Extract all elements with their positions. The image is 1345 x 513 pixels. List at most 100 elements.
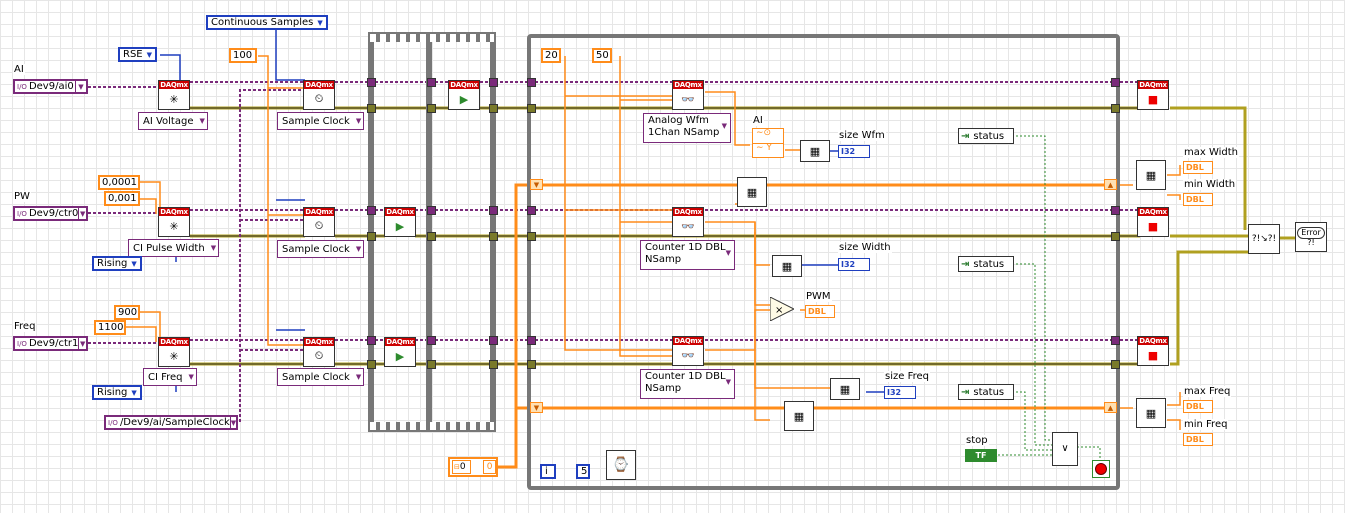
arrow-icon: ⇥ <box>961 130 970 142</box>
stop-task-icon: ■ <box>1147 348 1159 362</box>
loop-constant-50[interactable]: 50 <box>592 48 612 63</box>
read-glasses-icon: 👓 <box>681 219 695 233</box>
chevron-down-icon: ▼ <box>131 388 137 397</box>
daqmx-read-ai[interactable]: DAQmx👓 <box>672 80 704 110</box>
build-array-freq[interactable]: ▦ <box>784 401 814 431</box>
min-width-indicator: DBL <box>1183 193 1213 206</box>
array-size-wfm[interactable]: ▦ <box>800 140 830 162</box>
chevron-down-icon: ▼ <box>75 81 86 92</box>
array-init-constant[interactable]: ⊟0 0 <box>448 457 498 477</box>
loop-iteration-terminal[interactable]: i <box>540 464 556 479</box>
chevron-down-icon: ▼ <box>355 373 362 381</box>
tunnel <box>1111 336 1120 345</box>
array-size-freq[interactable]: ▦ <box>830 378 860 400</box>
chevron-down-icon: ▼ <box>317 18 323 27</box>
multiply-node[interactable]: × <box>769 296 796 322</box>
chevron-down-icon: ▼ <box>210 244 217 252</box>
freq-edge-constant[interactable]: Rising▼ <box>92 385 142 400</box>
tunnel <box>367 206 376 215</box>
stop-condition-icon <box>1095 463 1107 475</box>
io-icon: I/O <box>17 82 27 91</box>
merge-errors-node[interactable]: ?!↘?! <box>1248 224 1280 254</box>
pw-edge-constant[interactable]: Rising▼ <box>92 256 142 271</box>
daqmx-create-channel-ai[interactable]: DAQmx✳ <box>158 80 190 110</box>
pw-type-selector[interactable]: CI Pulse Width▼ <box>128 239 220 257</box>
stop-label: stop <box>965 435 989 446</box>
compound-or-node[interactable]: ∨ <box>1052 432 1078 466</box>
daqmx-timing-pw[interactable]: DAQmx⏲ <box>303 207 335 237</box>
ai-type-selector[interactable]: AI Voltage▼ <box>138 112 208 130</box>
array-max-min-freq[interactable]: ▦ <box>1136 398 1166 428</box>
unbundle-status-ai[interactable]: ⇥status <box>958 128 1014 144</box>
while-loop[interactable] <box>527 34 1120 490</box>
shift-register-right[interactable]: ▲ <box>1104 179 1117 190</box>
shift-register-right[interactable]: ▲ <box>1104 402 1117 413</box>
chevron-down-icon: ▼ <box>355 117 362 125</box>
tunnel <box>527 336 536 345</box>
timing-type-pw[interactable]: Sample Clock▼ <box>277 240 365 258</box>
shift-register-left[interactable]: ▼ <box>530 179 543 190</box>
daqmx-start-ai[interactable]: DAQmx▶ <box>448 80 480 110</box>
merge-errors-icon: ?!↘?! <box>1251 233 1277 244</box>
loop-constant-20[interactable]: 20 <box>541 48 561 63</box>
simple-error-handler[interactable]: Error ?! <box>1295 222 1327 252</box>
wait-ms-constant[interactable]: 5 <box>576 464 590 479</box>
timing-type-freq[interactable]: Sample Clock▼ <box>277 368 365 386</box>
tunnel <box>489 360 498 369</box>
tunnel <box>1111 206 1120 215</box>
freq-type-selector[interactable]: CI Freq▼ <box>143 368 197 386</box>
array-element: 0 <box>483 460 496 474</box>
unbundle-status-pw[interactable]: ⇥status <box>958 256 1014 272</box>
size-width-indicator: I32 <box>838 258 870 271</box>
play-icon: ▶ <box>459 92 469 106</box>
stop-control[interactable]: TF <box>965 449 997 462</box>
chevron-down-icon: ▼ <box>725 249 731 257</box>
size-wfm-label: size Wfm <box>838 130 886 141</box>
pw-max-constant[interactable]: 0,001 <box>104 191 140 206</box>
get-waveform-components[interactable]: ∼⊙ ∼ Y <box>752 128 784 158</box>
daqmx-clear-pw[interactable]: DAQmx■ <box>1137 207 1169 237</box>
arrow-icon: ⇥ <box>961 386 970 398</box>
daqmx-create-channel-freq[interactable]: DAQmx✳ <box>158 337 190 367</box>
daqmx-timing-freq[interactable]: DAQmx⏲ <box>303 337 335 367</box>
daqmx-create-channel-pw[interactable]: DAQmx✳ <box>158 207 190 237</box>
sample-mode-constant[interactable]: Continuous Samples▼ <box>206 15 328 30</box>
daqmx-read-pw[interactable]: DAQmx👓 <box>672 207 704 237</box>
daqmx-clear-freq[interactable]: DAQmx■ <box>1137 336 1169 366</box>
build-array-width[interactable]: ▦ <box>737 177 767 207</box>
daqmx-start-freq[interactable]: DAQmx▶ <box>384 337 416 367</box>
daqmx-start-pw[interactable]: DAQmx▶ <box>384 207 416 237</box>
shift-register-left[interactable]: ▼ <box>530 402 543 413</box>
io-icon: I/O <box>108 418 118 427</box>
stop-task-icon: ■ <box>1147 219 1159 233</box>
terminal-config-constant[interactable]: RSE▼ <box>118 47 158 62</box>
tunnel <box>1111 104 1120 113</box>
tunnel <box>489 206 498 215</box>
tunnel <box>427 78 436 87</box>
clock-icon: ⏲ <box>314 219 324 232</box>
tunnel <box>1111 360 1120 369</box>
freq-max-constant[interactable]: 900 <box>114 305 140 320</box>
pw-min-constant[interactable]: 0,0001 <box>98 175 140 190</box>
daqmx-clear-ai[interactable]: DAQmx■ <box>1137 80 1169 110</box>
array-max-min-width[interactable]: ▦ <box>1136 160 1166 190</box>
chevron-down-icon: ▼ <box>131 259 137 268</box>
wait-ms-node[interactable]: ⌚ <box>606 450 636 480</box>
timing-type-ai[interactable]: Sample Clock▼ <box>277 112 365 130</box>
loop-condition-terminal[interactable] <box>1092 460 1110 478</box>
sample-clock-source-control[interactable]: I/O/Dev9/ai/SampleClock▼ <box>104 415 238 430</box>
daqmx-read-freq[interactable]: DAQmx👓 <box>672 336 704 366</box>
unbundle-status-freq[interactable]: ⇥status <box>958 384 1014 400</box>
array-size-width[interactable]: ▦ <box>772 255 802 277</box>
samples-per-channel-constant[interactable]: 100 <box>229 48 257 63</box>
freq-min-constant[interactable]: 1100 <box>94 320 126 335</box>
create-channel-icon: ✳ <box>169 219 179 233</box>
chevron-down-icon: ▼ <box>229 417 237 428</box>
daqmx-timing-ai[interactable]: DAQmx⏲ <box>303 80 335 110</box>
